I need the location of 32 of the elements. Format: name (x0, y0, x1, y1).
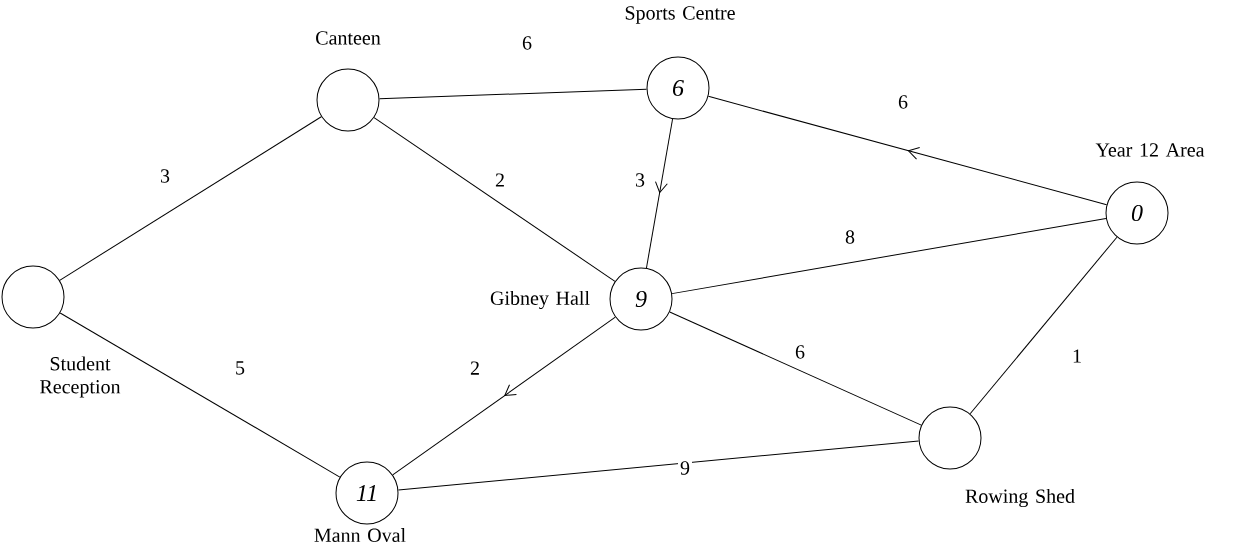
edge-label: 9 (678, 459, 692, 477)
location-circle (918, 406, 982, 470)
edge-line (671, 217, 1107, 295)
location-label: Rowing Shed (965, 488, 1075, 508)
location-label: Gibney Hall (490, 290, 590, 310)
edge-label: 3 (158, 167, 172, 185)
edge-label: 6 (896, 93, 910, 111)
edge-line (969, 236, 1118, 415)
edge-line (392, 316, 616, 476)
location-circle (316, 68, 380, 132)
edge-line (373, 117, 616, 282)
edge-label: 1 (1070, 347, 1084, 365)
edge-line (59, 312, 341, 478)
edge-label: 5 (233, 359, 247, 377)
location-label: Student Reception (40, 356, 121, 398)
edge-label: 6 (793, 343, 807, 361)
edge-label: 2 (468, 359, 482, 377)
edge-line (397, 440, 920, 491)
edge-label: 3 (633, 171, 647, 189)
edge-line (645, 118, 674, 269)
location-label: Canteen (316, 31, 381, 45)
edge-line (707, 95, 1108, 206)
location-circle (1, 265, 65, 329)
edge-label: 8 (843, 228, 857, 246)
edge-label: 6 (520, 34, 534, 52)
edge-line (59, 116, 322, 281)
edge-line (379, 88, 648, 100)
edge-label: 2 (493, 171, 507, 189)
edge-line (669, 311, 922, 426)
location-label: Year 12 Area (1095, 143, 1205, 157)
location-label: Mann Oval (314, 527, 406, 543)
location-label: Sports Centre (625, 6, 735, 24)
